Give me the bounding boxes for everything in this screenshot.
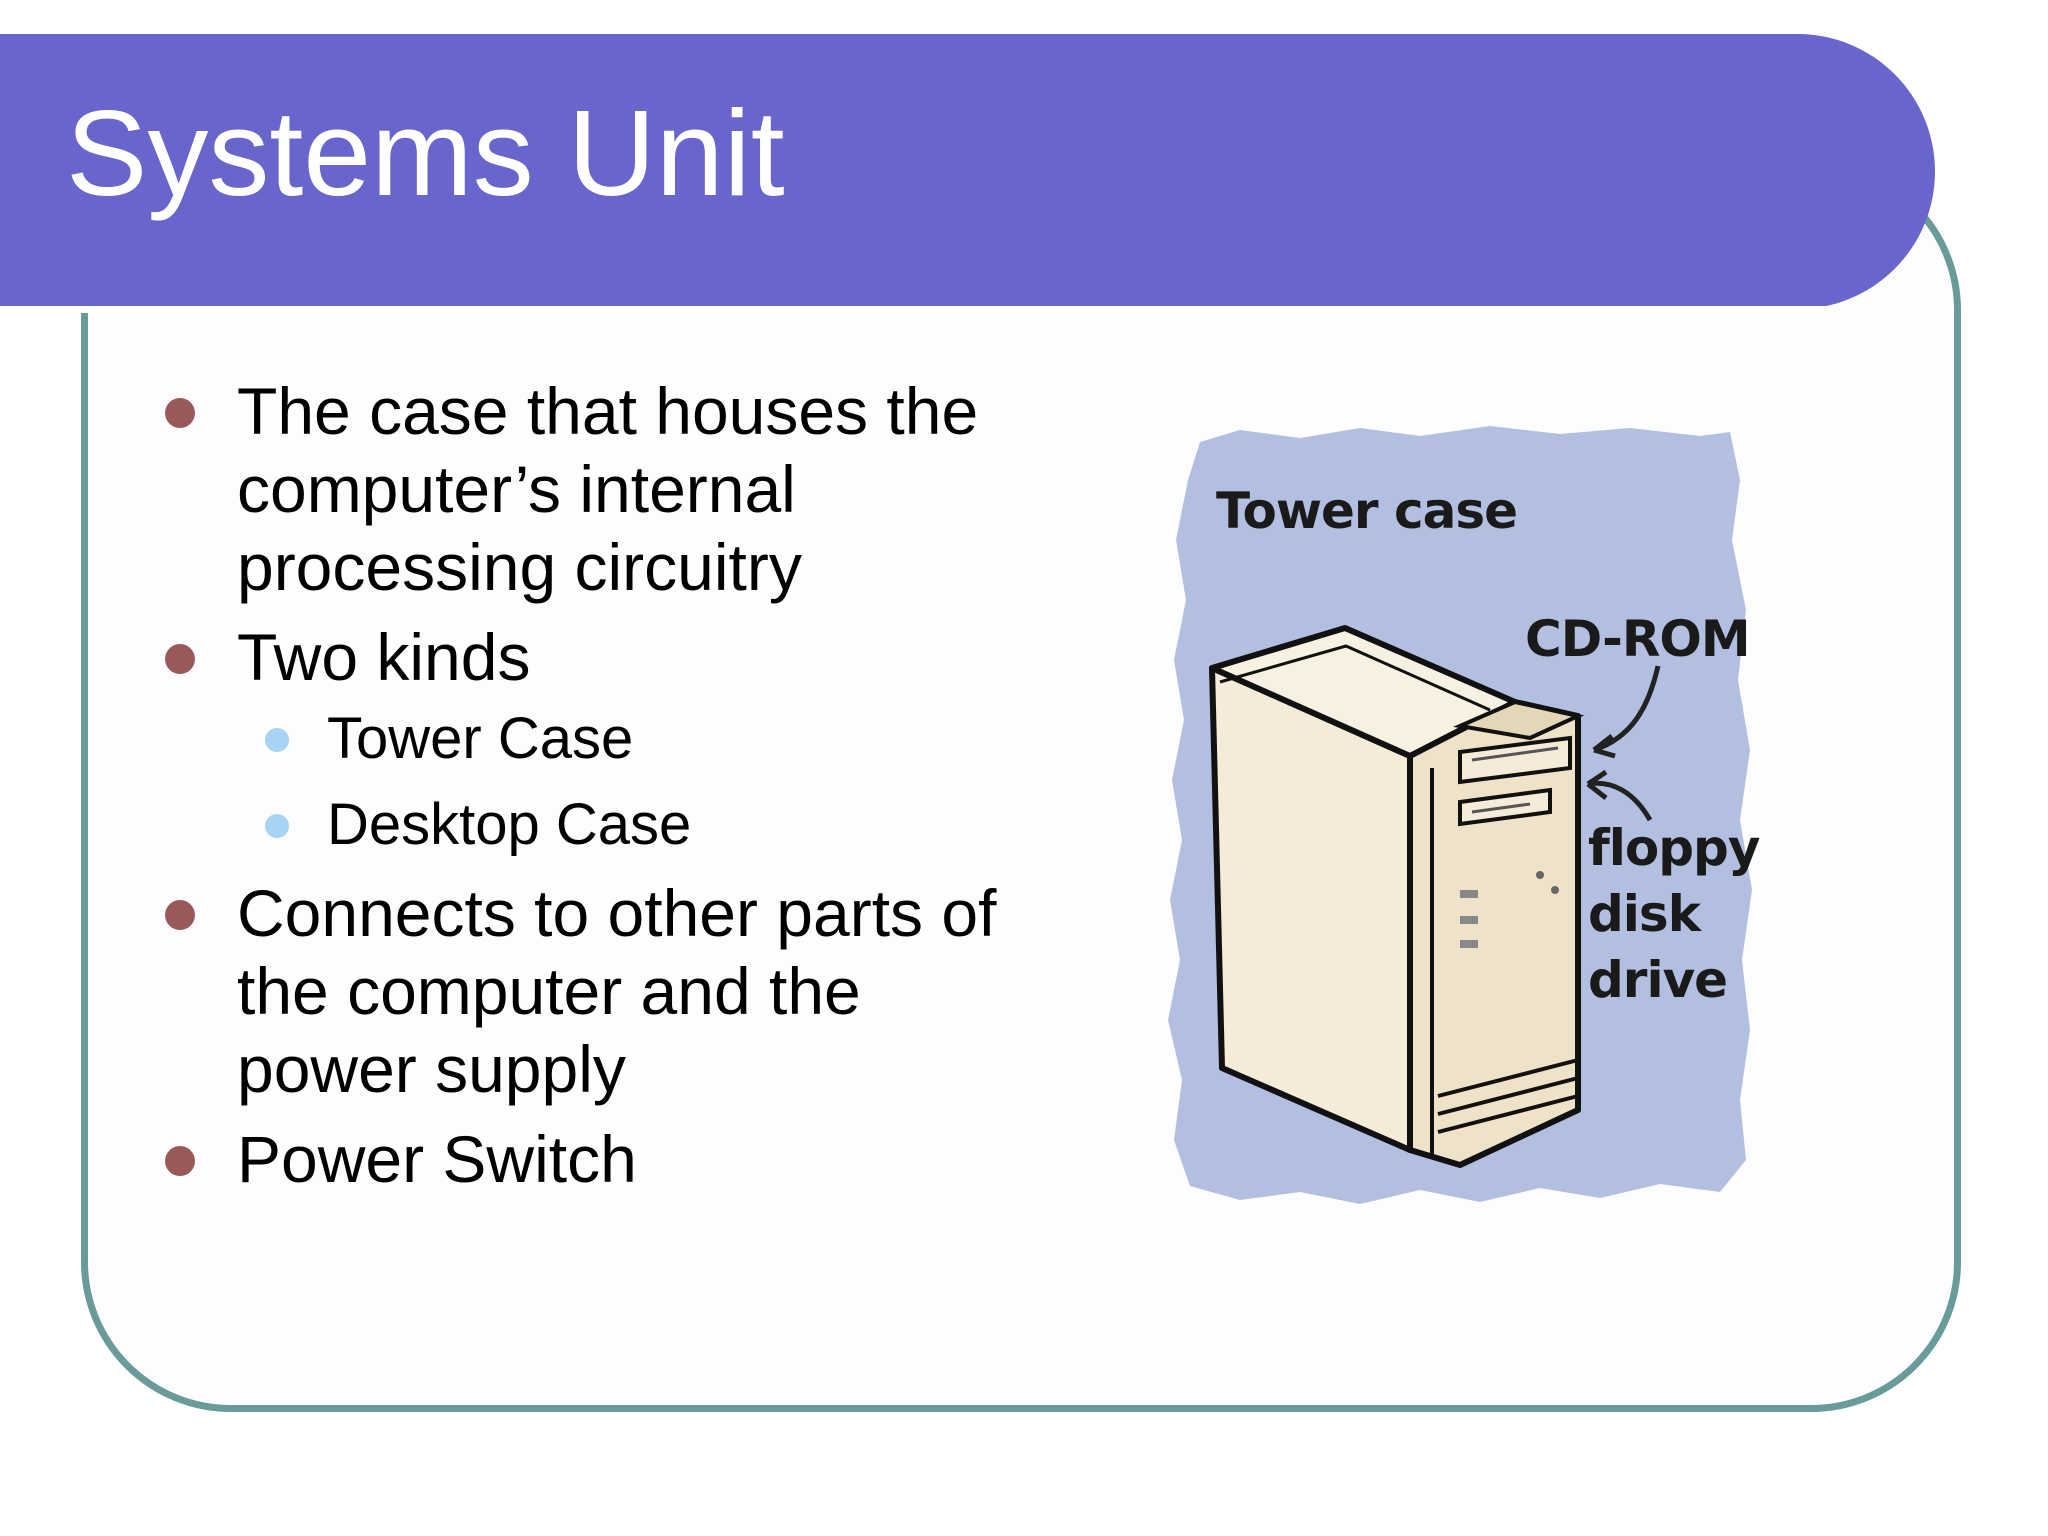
tower-case-illustration: Tower case CD-ROM floppy disk drive — [1160, 420, 1780, 1230]
bullet-text: Power Switch — [237, 1122, 637, 1196]
bullet-item: The case that houses the computer’s inte… — [165, 372, 1025, 606]
floppy-label-line: floppy — [1588, 819, 1760, 877]
floppy-disk-drive-label: floppy disk drive — [1588, 815, 1760, 1013]
title-underline — [0, 306, 1830, 313]
sub-bullet-text: Desktop Case — [327, 792, 692, 857]
sub-bullet-list: Tower Case Desktop Case — [165, 696, 1025, 868]
sub-bullet-group: Tower Case Desktop Case — [165, 696, 1025, 868]
sub-bullet-text: Tower Case — [327, 706, 634, 771]
sub-bullet-marker — [265, 814, 289, 838]
bullet-marker — [165, 1146, 195, 1176]
floppy-arrow — [1587, 780, 1653, 822]
bullet-marker — [165, 644, 195, 674]
bullet-marker — [165, 900, 195, 930]
cd-rom-label: CD-ROM — [1525, 610, 1751, 668]
bullet-item: Power Switch — [165, 1120, 1025, 1198]
bullet-item: Connects to other parts of the computer … — [165, 874, 1025, 1108]
tower-case-drawing — [1168, 426, 1752, 1204]
floppy-label-line: disk — [1588, 885, 1701, 943]
slide-title: Systems Unit — [66, 85, 785, 221]
sub-bullet-item: Desktop Case — [165, 782, 1025, 868]
cd-rom-arrow — [1593, 665, 1661, 753]
bullet-list: The case that houses the computer’s inte… — [165, 372, 1025, 1210]
floppy-label-line: drive — [1588, 951, 1728, 1009]
bullet-marker — [165, 398, 195, 428]
bullet-text: The case that houses the computer’s inte… — [237, 374, 979, 604]
bullet-item: Two kinds — [165, 618, 1025, 696]
title-bar — [0, 34, 1935, 313]
tower-case-label: Tower case — [1216, 482, 1518, 540]
sub-bullet-item: Tower Case — [165, 696, 1025, 782]
sub-bullet-marker — [265, 728, 289, 752]
bullet-text: Connects to other parts of the computer … — [237, 876, 997, 1106]
bullet-text: Two kinds — [237, 620, 531, 694]
